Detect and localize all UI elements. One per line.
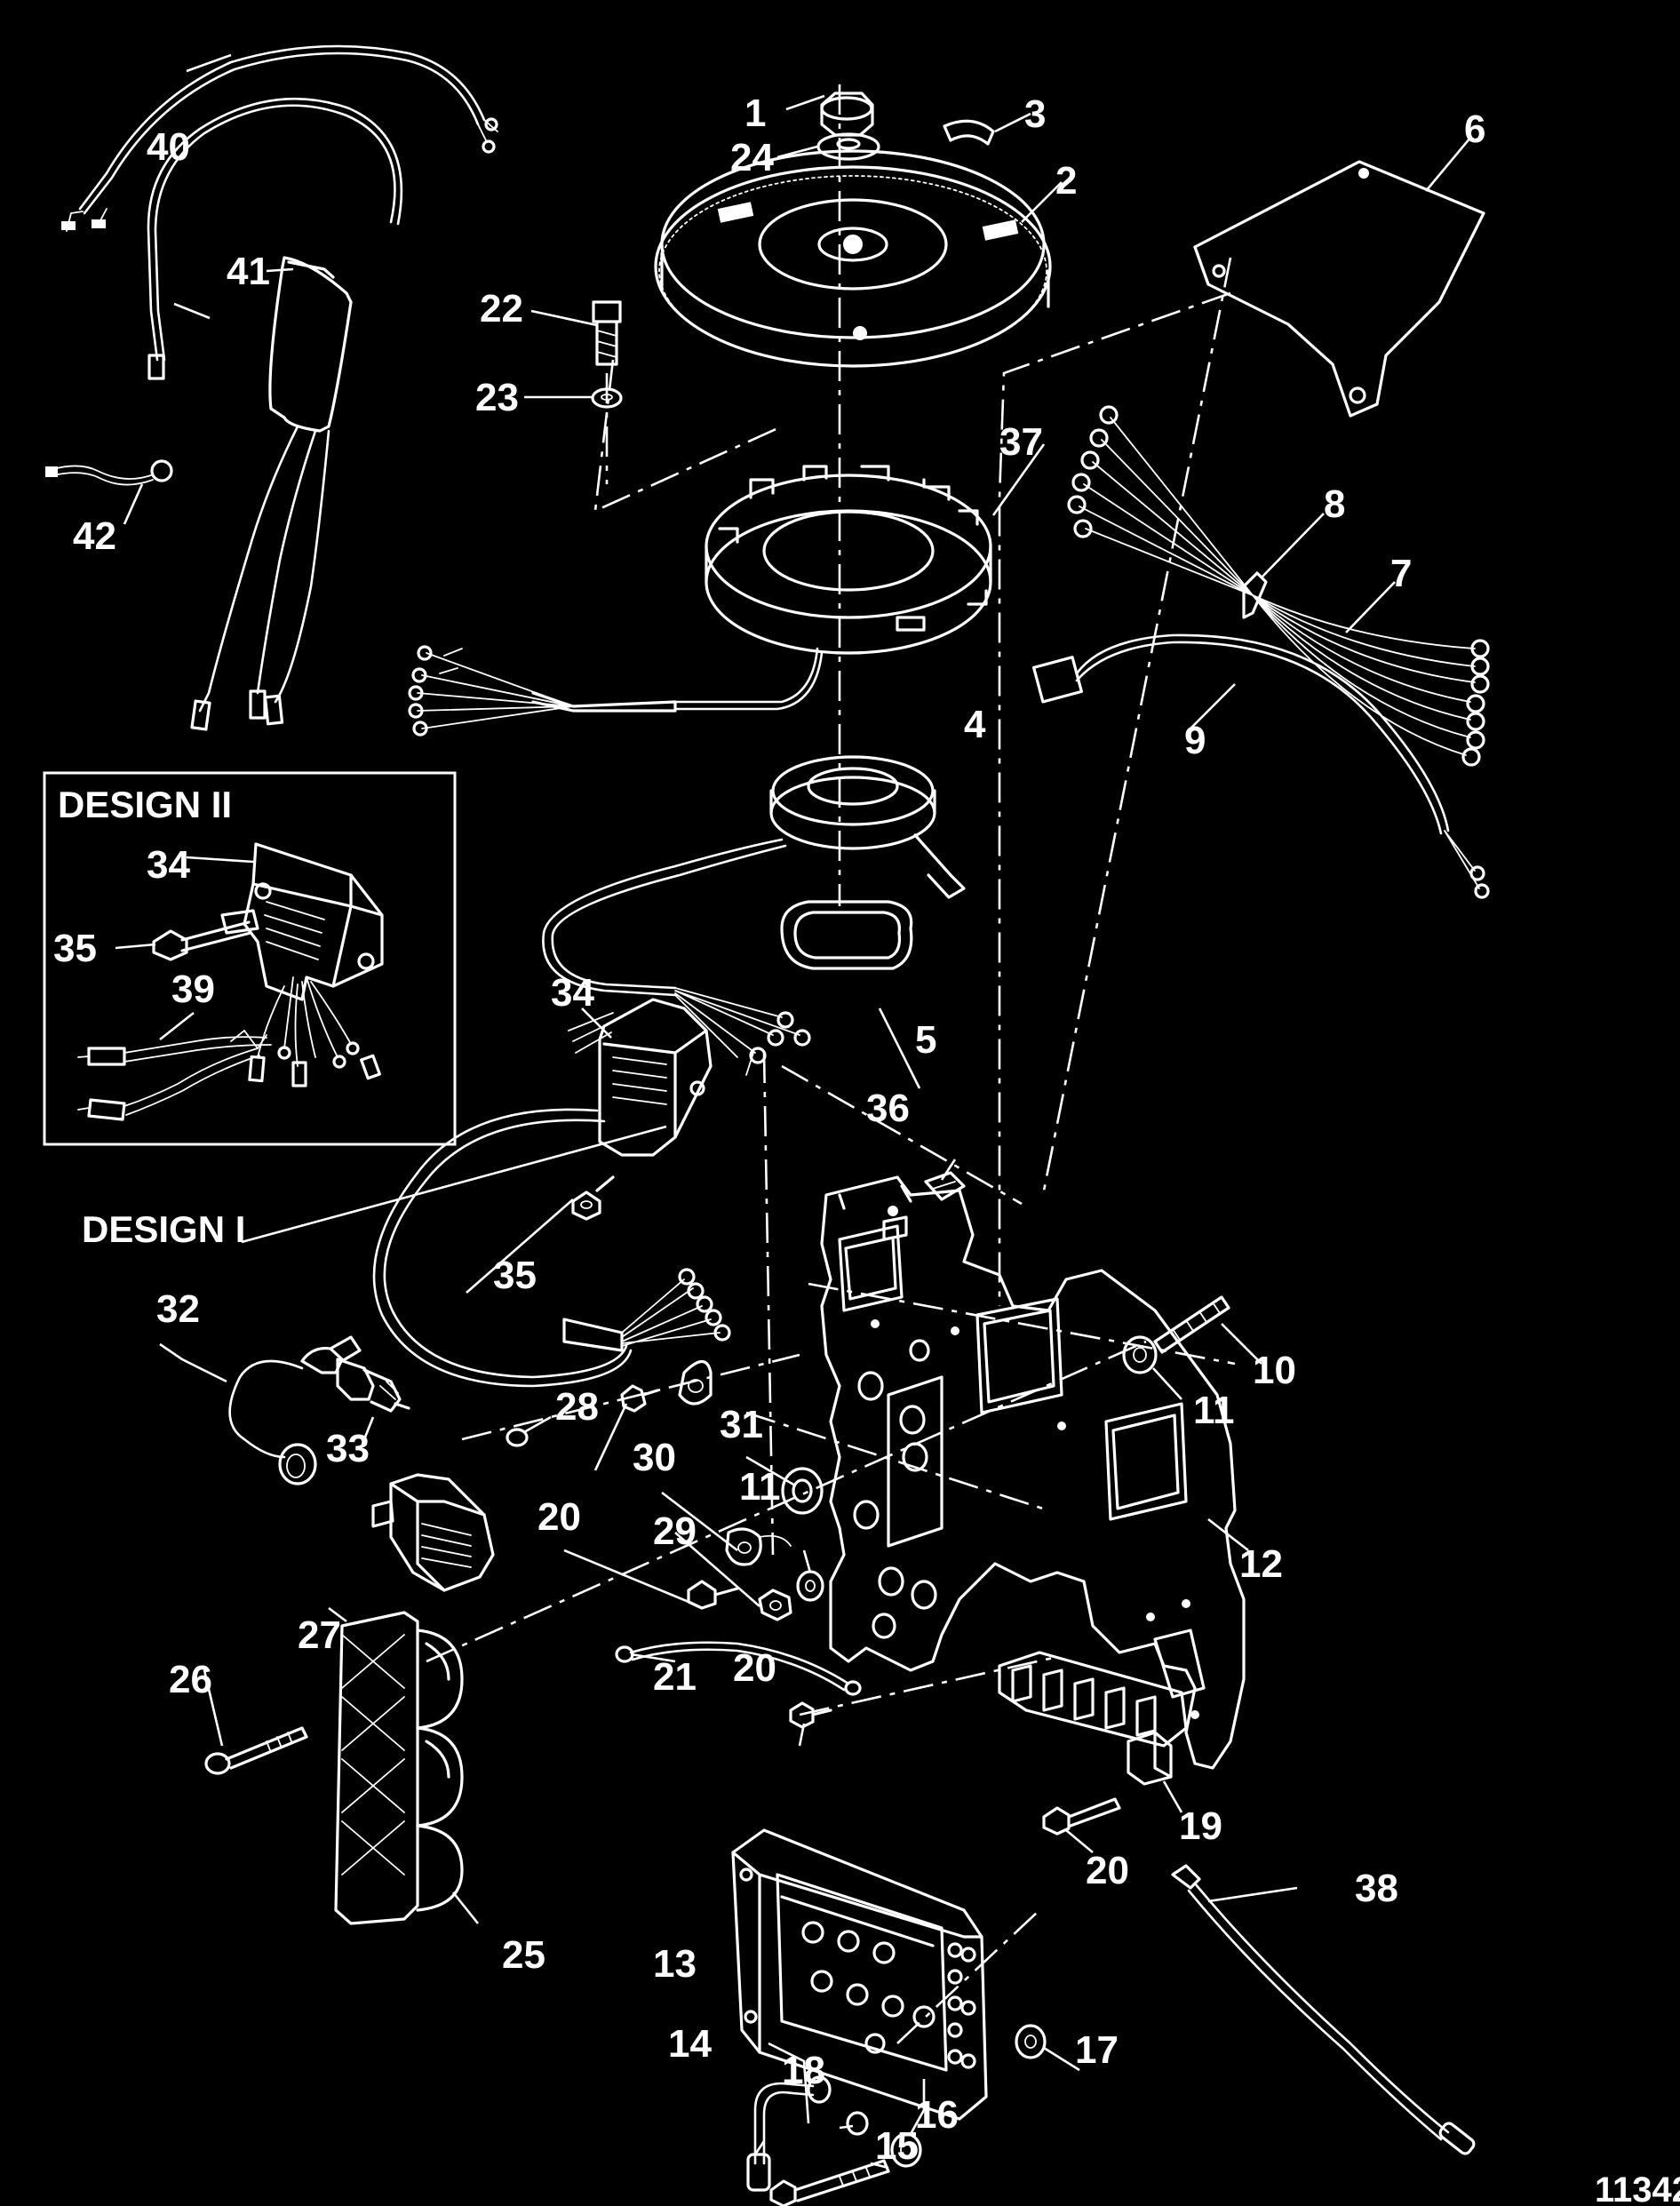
- lead-14: [746, 2075, 832, 2192]
- control-module: [731, 1828, 988, 2121]
- trigger-wire-harness: [674, 987, 811, 1076]
- grommet-11-upper: [1122, 1335, 1158, 1374]
- callout-11-lower: 11: [739, 1465, 781, 1509]
- callout-33: 33: [326, 1427, 370, 1470]
- callout-9: 9: [1184, 719, 1206, 762]
- callout-34-inset: 34: [147, 843, 190, 887]
- callout-17: 17: [1075, 2028, 1119, 2072]
- lead-42: [45, 459, 173, 486]
- ignition-coil: [371, 1428, 529, 1592]
- mounting-plate: [820, 1175, 1246, 1770]
- callout-6: 6: [1464, 108, 1485, 151]
- terminal-block: [998, 1651, 1188, 1786]
- callout-38: 38: [1355, 1867, 1398, 1910]
- callout-41: 41: [227, 250, 270, 293]
- callout-4: 4: [964, 703, 986, 746]
- callout-29: 29: [653, 1509, 697, 1553]
- callout-24: 24: [730, 136, 774, 179]
- callout-25: 25: [502, 1933, 545, 1977]
- figure-reference-number: 11342: [1595, 2170, 1680, 2206]
- callout-16: 16: [915, 2093, 959, 2137]
- callout-5: 5: [915, 1018, 936, 1062]
- cable-tie: [1242, 571, 1268, 619]
- callout-37: 37: [999, 420, 1043, 464]
- screw-10: [1153, 1295, 1230, 1354]
- callout-30: 30: [633, 1436, 676, 1479]
- callout-20-middle: 20: [733, 1646, 776, 1690]
- bracket: [1193, 160, 1485, 418]
- design-i-label: DESIGN I: [82, 1208, 245, 1250]
- spark-plug: [336, 1358, 410, 1413]
- grommet-31: [781, 1467, 824, 1515]
- design-ii-inset: [43, 771, 457, 1146]
- screw-20-upper: [620, 1384, 659, 1413]
- screw-35: [571, 1175, 615, 1221]
- nut-29: [758, 1589, 792, 1621]
- grommet-17: [1015, 2024, 1047, 2059]
- callout-7: 7: [1390, 552, 1412, 595]
- trigger-coil: [542, 755, 966, 997]
- callout-14: 14: [668, 2022, 712, 2066]
- switch-box-design-i: [372, 998, 731, 1388]
- flywheel-washer: [816, 132, 880, 161]
- callout-20-upper: 20: [537, 1495, 581, 1539]
- callout-21: 21: [653, 1655, 697, 1699]
- callout-1: 1: [744, 92, 766, 135]
- stator-wire-harness: [408, 645, 677, 737]
- clamp-30: [725, 1527, 792, 1566]
- callout-32: 32: [156, 1287, 200, 1331]
- callout-27: 27: [298, 1613, 341, 1657]
- screw-15: [769, 2159, 890, 2206]
- callout-8: 8: [1324, 482, 1345, 526]
- callout-10: 10: [1253, 1349, 1296, 1392]
- callout-39: 39: [171, 968, 215, 1011]
- callout-12: 12: [1239, 1542, 1283, 1586]
- lead-41: [147, 97, 403, 731]
- callout-13: 13: [653, 1942, 697, 1986]
- screw-26: [204, 1726, 308, 1775]
- callout-31: 31: [720, 1403, 763, 1446]
- callout-18: 18: [782, 2049, 825, 2092]
- clamp-30-upper: [678, 1359, 713, 1406]
- harness-9: [1031, 633, 1490, 899]
- leader-lines: [115, 53, 1471, 2170]
- grommet-16: [890, 2132, 922, 2168]
- callout-35: 35: [493, 1254, 537, 1297]
- callout-35-inset: 35: [53, 927, 97, 970]
- callout-23: 23: [475, 376, 519, 419]
- lead-40: [61, 44, 498, 232]
- callout-19: 19: [1179, 1804, 1222, 1848]
- callout-22: 22: [480, 287, 523, 331]
- callout-2: 2: [1055, 159, 1077, 203]
- callout-42: 42: [73, 514, 116, 558]
- screw-20-lower: [789, 1701, 832, 1729]
- callout-11: 11: [1193, 1389, 1235, 1432]
- callout-26: 26: [169, 1658, 212, 1701]
- screw-22: [592, 300, 622, 366]
- flywheel-key: [943, 119, 995, 146]
- ground-lead: [1171, 1864, 1476, 2155]
- grommet-11-lower: [796, 1570, 824, 1602]
- wire-bundle: [1067, 405, 1490, 767]
- callout-3: 3: [1024, 92, 1046, 136]
- callout-40: 40: [147, 125, 190, 169]
- callout-36: 36: [866, 1087, 910, 1130]
- flywheel: [654, 149, 1052, 368]
- inset-title: DESIGN II: [58, 784, 232, 825]
- grommet-18: [846, 2111, 869, 2136]
- screw-20-middle: [687, 1580, 739, 1610]
- callout-34: 34: [551, 971, 594, 1015]
- flywheel-nut: [820, 92, 874, 137]
- clip-36: [924, 1171, 966, 1201]
- callout-20-bottom: 20: [1086, 1849, 1129, 1892]
- coil-pack: [334, 1611, 464, 1925]
- callout-labels: 1 24 3 2 6 22 23 37 8 7 9 40 41 42 4 5 D…: [53, 92, 1680, 2206]
- callout-28: 28: [555, 1385, 599, 1429]
- screw-20-bottom: [1042, 1797, 1121, 1836]
- stator: [673, 465, 992, 711]
- assembly-centerlines: [426, 84, 1236, 2044]
- callout-15: 15: [875, 2124, 919, 2168]
- retainer-ring: [780, 900, 913, 970]
